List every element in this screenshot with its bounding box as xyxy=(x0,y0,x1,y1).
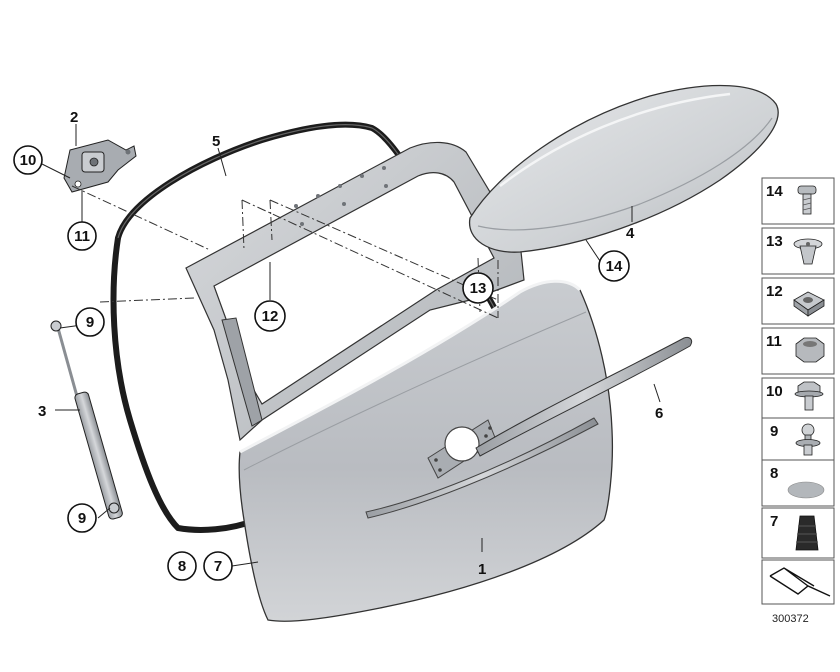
legend-item-7[interactable]: 7 xyxy=(761,507,835,559)
window-opening xyxy=(213,172,495,405)
callout-9-upper: 9 xyxy=(75,307,105,337)
trim-strip xyxy=(475,337,693,457)
svg-text:8: 8 xyxy=(178,558,186,575)
callout-8: 8 xyxy=(167,551,197,581)
callout-2: 2 xyxy=(70,109,78,126)
callout-4: 4 xyxy=(626,225,635,242)
svg-text:8: 8 xyxy=(770,465,778,482)
svg-text:12: 12 xyxy=(262,308,279,325)
svg-text:10: 10 xyxy=(20,152,37,169)
svg-text:13: 13 xyxy=(766,233,783,250)
frame-holes xyxy=(294,166,388,226)
svg-text:7: 7 xyxy=(770,513,778,530)
clip-icon xyxy=(793,238,823,265)
cage-nut-icon xyxy=(793,291,825,317)
callout-3: 3 xyxy=(38,403,46,420)
callout-9-lower: 9 xyxy=(67,503,97,533)
legend-item-12[interactable]: 12 xyxy=(761,277,835,325)
screw-icon xyxy=(797,185,817,215)
svg-text:11: 11 xyxy=(74,228,90,245)
assembly-arrow-icon xyxy=(769,567,831,597)
callout-12: 12 xyxy=(254,300,286,332)
handle-trim xyxy=(365,417,599,519)
ball-stud-icon xyxy=(795,423,821,456)
parts-legend: 14 13 12 xyxy=(761,177,835,625)
assembly-lines xyxy=(71,185,499,319)
svg-text:9: 9 xyxy=(770,423,778,440)
callout-10: 10 xyxy=(13,145,43,175)
pad-icon xyxy=(787,481,825,499)
gas-strut xyxy=(50,320,123,520)
svg-text:7: 7 xyxy=(214,558,222,575)
flange-bolt-icon xyxy=(794,381,824,411)
legend-item-10[interactable]: 10 xyxy=(761,377,835,425)
callout-6: 6 xyxy=(655,405,663,422)
callout-14: 14 xyxy=(598,250,630,282)
svg-text:14: 14 xyxy=(766,183,783,200)
roof-spoiler xyxy=(469,84,779,253)
legend-item-8[interactable]: 8 xyxy=(761,459,835,507)
legend-item-14[interactable]: 14 xyxy=(761,177,835,225)
svg-text:10: 10 xyxy=(766,383,783,400)
svg-text:13: 13 xyxy=(470,280,487,297)
tailgate-seal-lower xyxy=(110,235,259,533)
legend-item-9[interactable]: 9 xyxy=(761,417,835,465)
hinge xyxy=(63,139,137,193)
svg-text:9: 9 xyxy=(86,314,94,331)
hex-nut-icon xyxy=(795,337,825,363)
callout-11: 11 xyxy=(67,221,97,251)
legend-group-symbol xyxy=(761,559,835,605)
svg-text:11: 11 xyxy=(766,333,782,350)
svg-text:14: 14 xyxy=(606,258,623,275)
callout-7: 7 xyxy=(203,551,233,581)
svg-text:9: 9 xyxy=(78,510,86,527)
callout-5: 5 xyxy=(212,133,220,150)
callout-13: 13 xyxy=(462,272,494,304)
emblem-recess xyxy=(427,419,497,479)
legend-item-11[interactable]: 11 xyxy=(761,327,835,375)
legend-item-13[interactable]: 13 xyxy=(761,227,835,275)
callout-1: 1 xyxy=(478,561,486,578)
bump-stop-icon xyxy=(795,515,819,551)
reference-id: 300372 xyxy=(772,613,809,625)
svg-text:12: 12 xyxy=(766,283,783,300)
leader-lines xyxy=(41,124,661,567)
